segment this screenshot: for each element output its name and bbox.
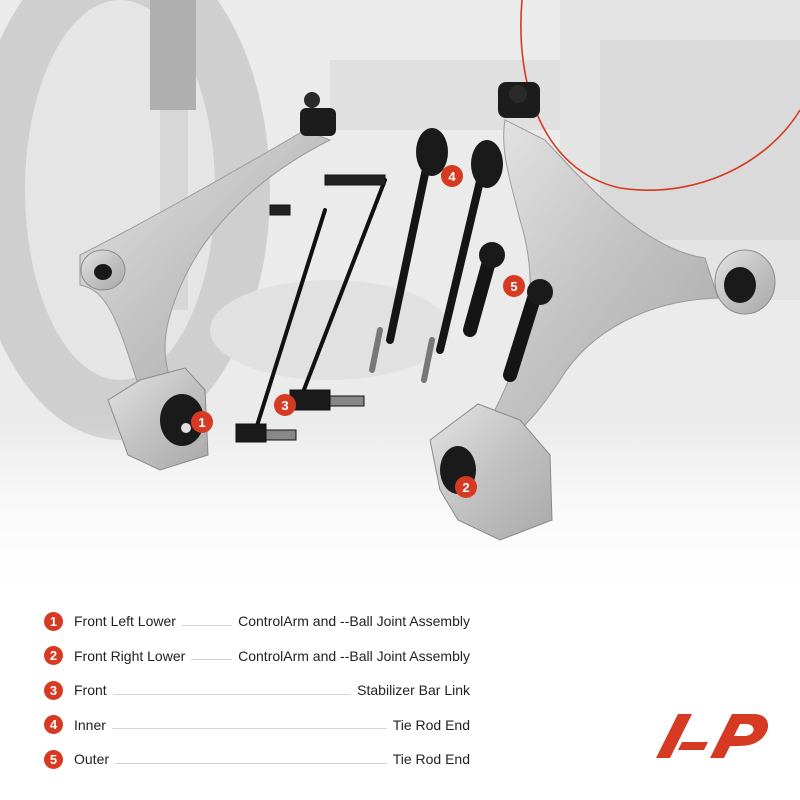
legend-part-position: Front Right Lower [74, 647, 186, 664]
legend-part-position: Inner [74, 716, 106, 733]
parts-legend: 1 Front Left Lower ControlArm and --Ball… [44, 604, 484, 777]
legend-part-position: Front Left Lower [74, 613, 176, 630]
legend-row: 5 Outer Tie Rod End [44, 742, 484, 777]
outer-tie-rods [463, 242, 553, 382]
svg-text:5: 5 [510, 279, 517, 294]
brand-logo [656, 714, 769, 758]
callout-3: 3 [274, 394, 296, 416]
svg-text:4: 4 [448, 169, 456, 184]
legend-leader-line [181, 624, 233, 626]
legend-part-name: Stabilizer Bar Link [357, 682, 470, 699]
legend-part-name: ControlArm and --Ball Joint Assembly [238, 647, 470, 664]
svg-text:2: 2 [462, 480, 469, 495]
callout-1: 1 [191, 411, 213, 433]
legend-number-badge: 1 [44, 611, 63, 631]
accent-curve [520, 0, 800, 191]
legend-part-position: Front [74, 682, 107, 699]
legend-number-badge: 5 [44, 749, 63, 769]
legend-leader-line [111, 728, 387, 730]
legend-leader-line [191, 659, 233, 661]
legend-number-badge: 3 [44, 680, 63, 700]
legend-row: 4 Inner Tie Rod End [44, 708, 484, 743]
svg-text:3: 3 [281, 398, 288, 413]
legend-row: 2 Front Right Lower ControlArm and --Bal… [44, 639, 484, 674]
legend-number-badge: 2 [44, 646, 63, 666]
callout-4: 4 [441, 165, 463, 187]
inner-tie-rods [369, 128, 503, 383]
legend-part-name: Tie Rod End [392, 751, 470, 768]
legend-number-badge: 4 [44, 715, 63, 735]
left-control-arm [79, 92, 336, 471]
right-control-arm [429, 82, 776, 541]
callout-5: 5 [503, 275, 525, 297]
legend-leader-line [115, 762, 387, 764]
legend-part-position: Outer [74, 751, 110, 768]
legend-row: 3 Front Stabilizer Bar Link [44, 673, 484, 708]
stabilizer-bar-links [235, 174, 387, 443]
svg-text:1: 1 [198, 415, 205, 430]
legend-leader-line [112, 693, 352, 695]
legend-part-name: ControlArm and --Ball Joint Assembly [238, 613, 470, 630]
callout-2: 2 [455, 476, 477, 498]
legend-part-name: Tie Rod End [392, 716, 470, 733]
legend-row: 1 Front Left Lower ControlArm and --Ball… [44, 604, 484, 639]
